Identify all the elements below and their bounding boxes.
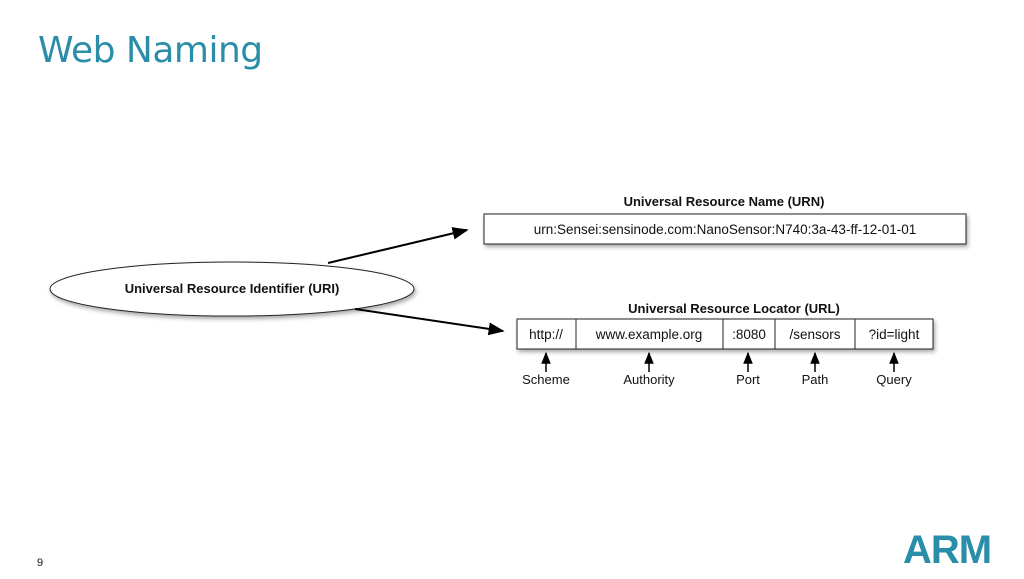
url-segment-query: ?id=light	[869, 327, 920, 342]
page-number: 9	[37, 557, 44, 569]
label-port: Port	[736, 372, 760, 387]
slide-title: Web Naming	[38, 30, 263, 71]
urn-box	[483, 213, 967, 245]
urn-value: urn:Sensei:sensinode.com:NanoSensor:N740…	[534, 222, 916, 237]
url-box	[516, 318, 934, 350]
url-segment-scheme: http://	[529, 327, 563, 342]
urn-heading: Universal Resource Name (URN)	[624, 194, 825, 209]
label-authority: Authority	[623, 372, 675, 387]
url-segment-path: /sensors	[789, 327, 840, 342]
arrow-to-url	[354, 308, 505, 336]
url-segment-port: :8080	[732, 327, 766, 342]
arm-logo: ARM	[903, 528, 992, 572]
uri-label: Universal Resource Identifier (URI)	[125, 281, 340, 296]
uri-ellipse	[49, 261, 415, 317]
label-path: Path	[802, 372, 829, 387]
arrow-to-urn	[327, 227, 469, 264]
url-segment-authority: www.example.org	[595, 327, 703, 342]
url-heading: Universal Resource Locator (URL)	[628, 301, 840, 316]
label-scheme: Scheme	[522, 372, 570, 387]
label-query: Query	[876, 372, 912, 387]
